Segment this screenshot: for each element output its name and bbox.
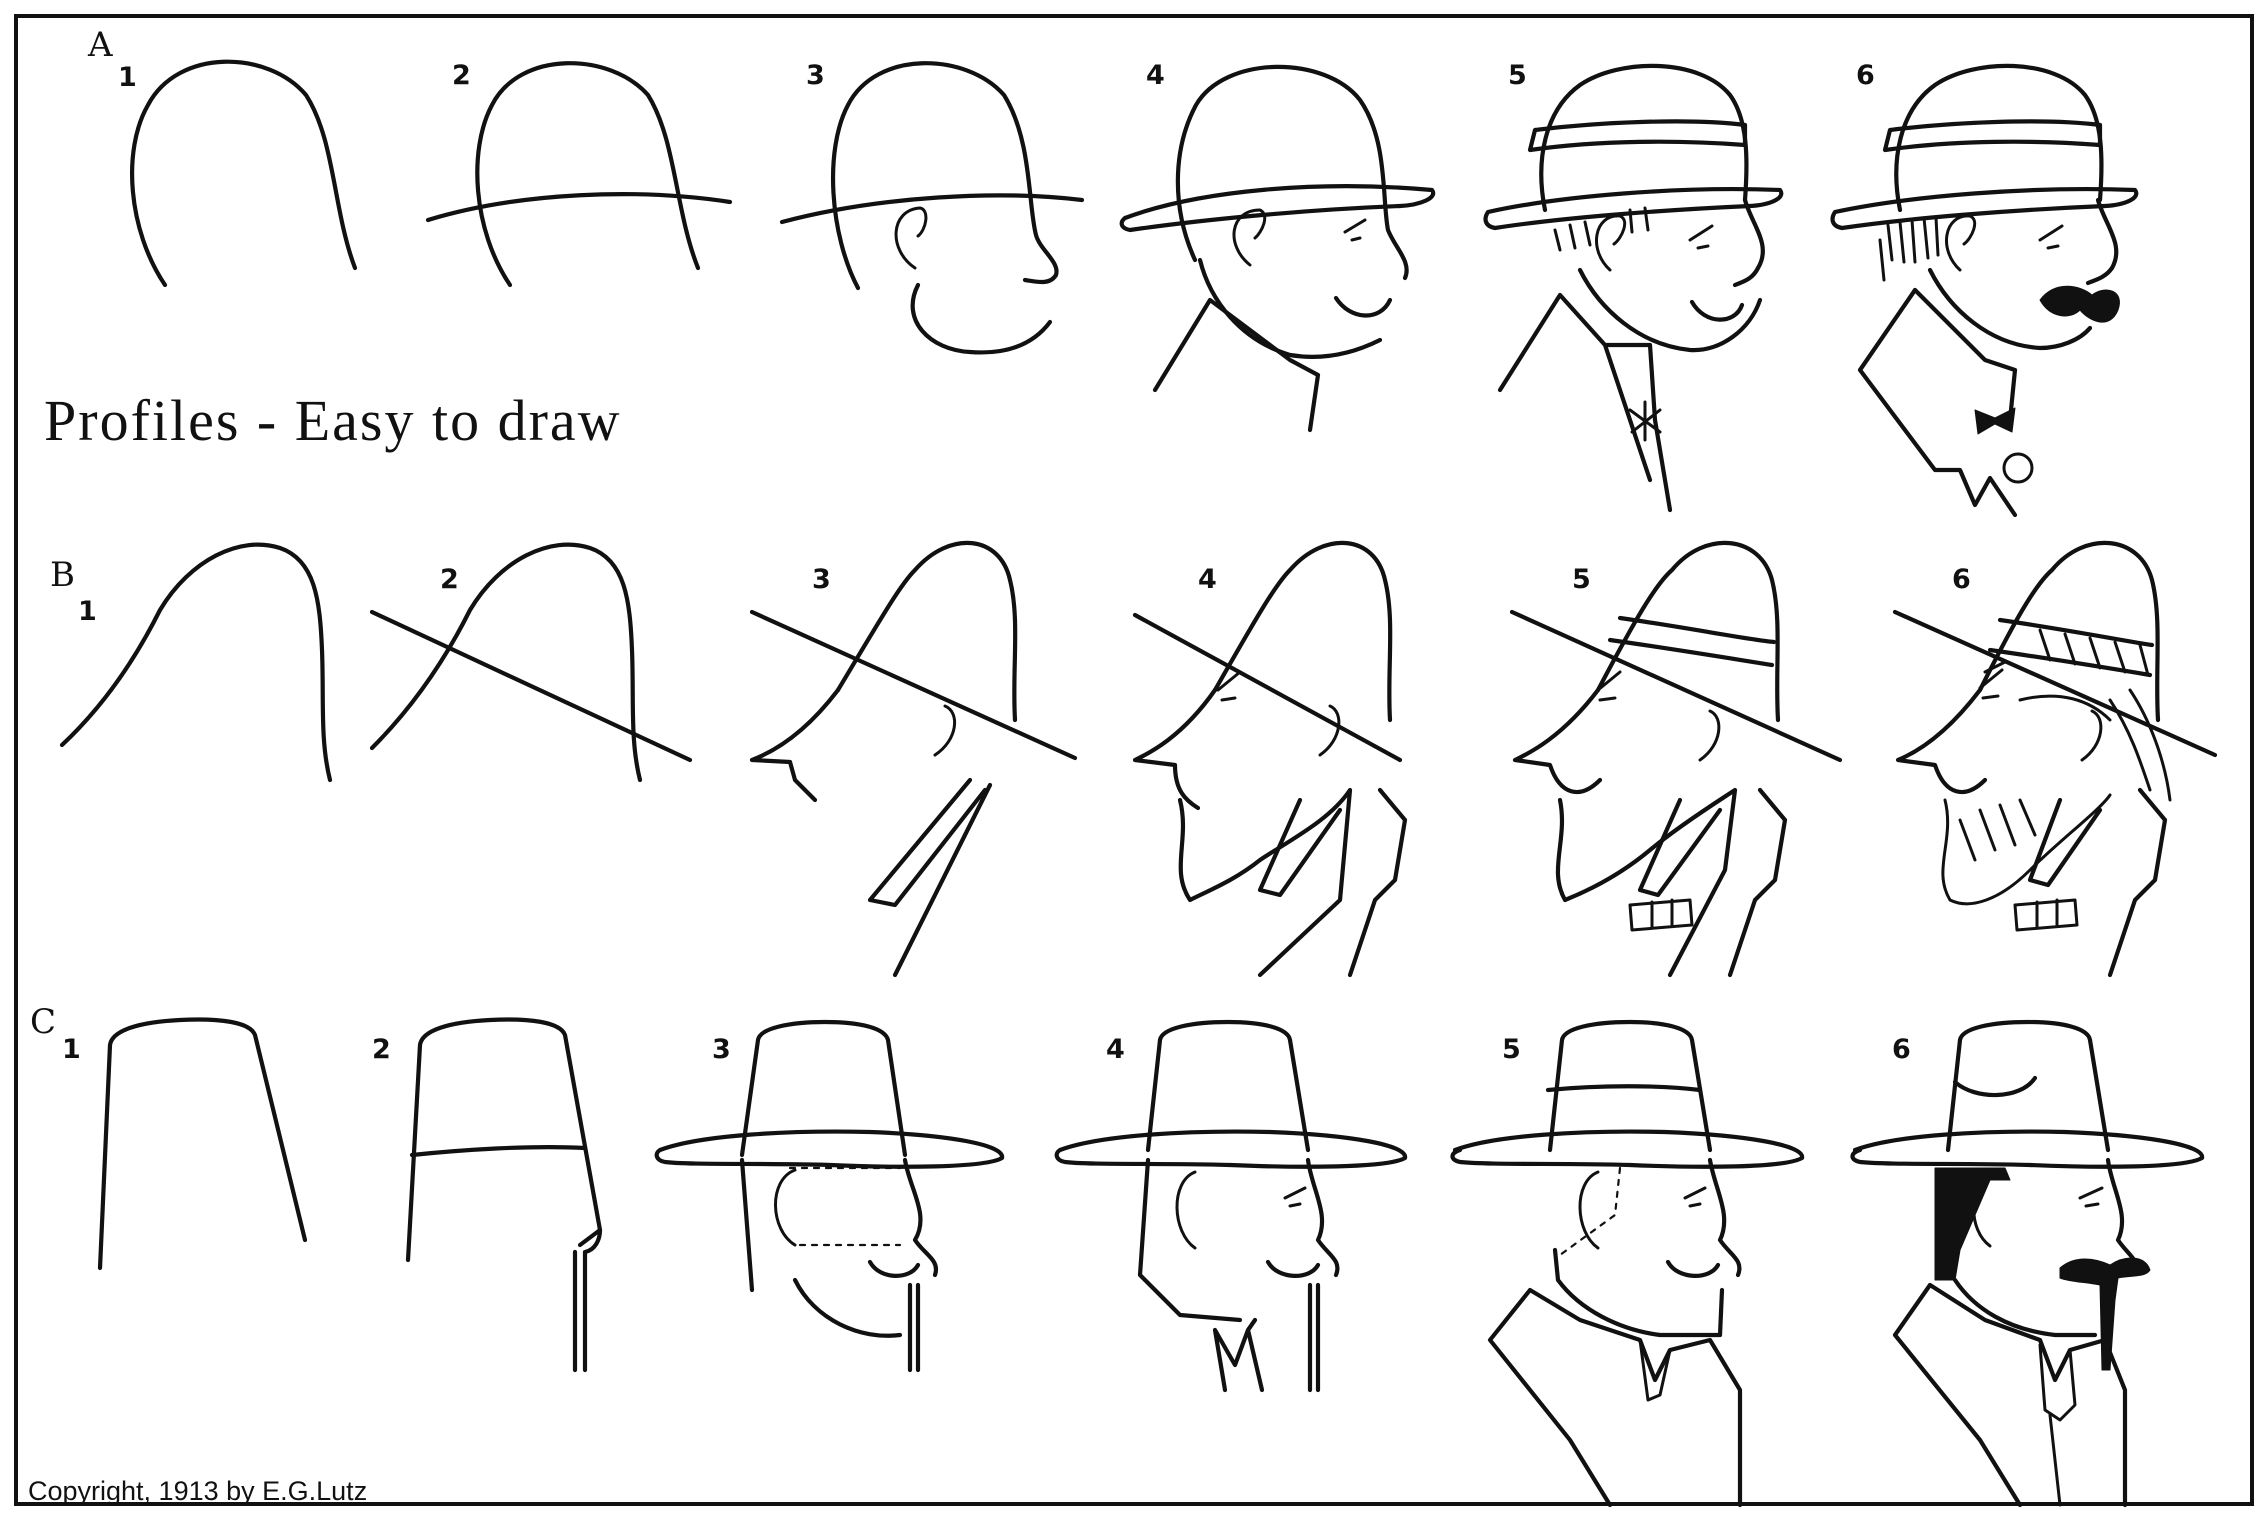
step-number-c3: 3	[712, 1034, 731, 1065]
row-label-a: A	[88, 25, 113, 65]
figure-a3	[779, 61, 1085, 355]
figure-c1	[97, 1017, 308, 1271]
plate-border	[14, 14, 2254, 1506]
figure-c3	[654, 1019, 1005, 1373]
figure-c6	[1850, 1019, 2205, 1508]
figure-b3	[749, 540, 1078, 978]
figure-b4	[1132, 540, 1408, 978]
plate-title: Profiles - Easy to draw	[44, 388, 622, 453]
step-number-c2: 2	[372, 1034, 391, 1065]
figure-a6	[1830, 63, 2139, 518]
step-number-b5: 5	[1572, 564, 1591, 595]
figure-c4	[1054, 1019, 1408, 1393]
step-number-a6: 6	[1856, 60, 1875, 91]
figure-a5	[1483, 63, 1784, 513]
row-label-c: C	[30, 1002, 57, 1042]
figure-a2	[425, 61, 733, 288]
step-number-b4: 4	[1198, 564, 1217, 595]
figure-b2	[369, 542, 693, 783]
figure-c5	[1450, 1019, 1805, 1508]
step-number-a4: 4	[1146, 60, 1165, 91]
figure-a1	[129, 59, 358, 288]
step-number-b2: 2	[440, 564, 459, 595]
step-number-a5: 5	[1508, 60, 1527, 91]
figure-b1	[59, 542, 333, 783]
step-number-b3: 3	[812, 564, 831, 595]
step-number-a1: 1	[118, 62, 137, 93]
step-number-b1: 1	[78, 596, 97, 627]
step-number-a3: 3	[806, 60, 825, 91]
step-number-c4: 4	[1106, 1034, 1125, 1065]
figure-b5	[1509, 540, 1843, 978]
step-number-a2: 2	[452, 60, 471, 91]
copyright-notice: Copyright, 1913 by E.G.Lutz	[28, 1476, 368, 1506]
figure-c2	[405, 1017, 603, 1373]
step-number-c1: 1	[62, 1034, 81, 1065]
step-number-c6: 6	[1892, 1034, 1911, 1065]
step-number-b6: 6	[1952, 564, 1971, 595]
row-label-b: B	[50, 555, 75, 595]
figure-a4	[1119, 64, 1436, 433]
figure-b6	[1892, 540, 2218, 978]
step-number-c5: 5	[1502, 1034, 1521, 1065]
